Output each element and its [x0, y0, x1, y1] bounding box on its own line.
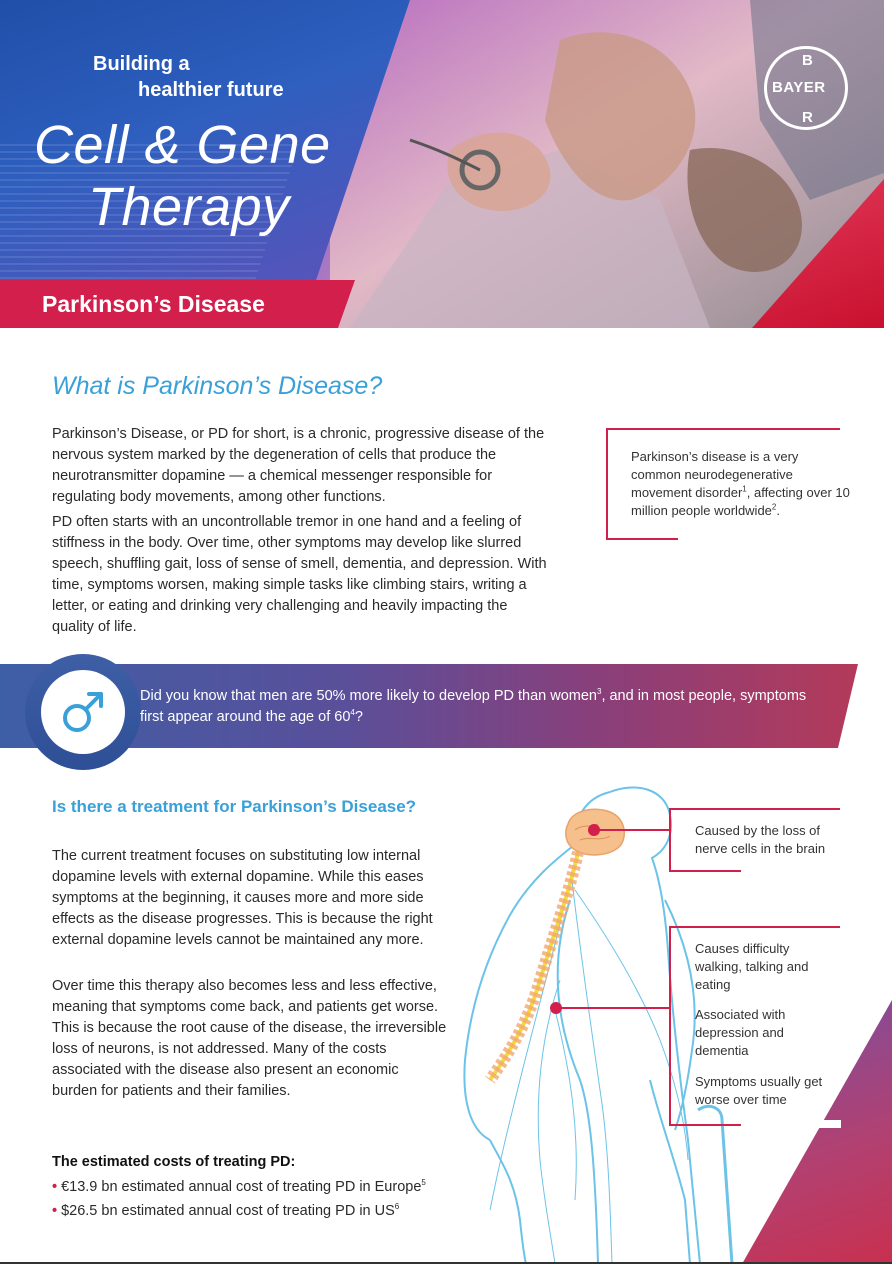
- page-title-line2: Therapy: [88, 177, 290, 237]
- bullet-icon: •: [52, 1179, 58, 1195]
- cost-item-us: •$26.5 bn estimated annual cost of treat…: [52, 1203, 399, 1219]
- fact-text-c: ?: [354, 709, 363, 725]
- callout-border-top: [606, 428, 840, 430]
- male-symbol-icon: [63, 692, 103, 732]
- fact-ref-4: 4: [350, 708, 355, 718]
- callout-text-c: .: [776, 503, 780, 518]
- fact-band-circle-inner: [41, 670, 125, 754]
- section-heading-what-is: What is Parkinson’s Disease?: [52, 372, 383, 400]
- topic-banner-label: Parkinson’s Disease: [42, 291, 265, 317]
- therapy-effectiveness-paragraph: Over time this therapy also becomes less…: [52, 978, 447, 1099]
- section-heading-treatment: Is there a treatment for Parkinson’s Dis…: [52, 797, 417, 816]
- frame-gap: [741, 1120, 841, 1128]
- intro-paragraph: Parkinson’s Disease, or PD for short, is…: [52, 426, 545, 505]
- label-walking: Causes difficulty walking, talking and e…: [695, 941, 809, 992]
- prevalence-callout-frame: [606, 428, 840, 540]
- page-bottom-rule: [0, 1262, 892, 1264]
- cost-item-text: $26.5 bn estimated annual cost of treati…: [61, 1203, 395, 1219]
- costs-heading: The estimated costs of treating PD:: [52, 1154, 296, 1170]
- label-brain: Caused by the loss of nerve cells in the…: [695, 823, 826, 856]
- prevalence-callout-text: Parkinson’s disease is a very common neu…: [631, 448, 851, 520]
- logo-letter-top: B: [802, 52, 813, 69]
- logo-letter-bottom: R: [802, 109, 813, 126]
- treatment-paragraph: The current treatment focuses on substit…: [52, 848, 433, 948]
- tagline-line2: healthier future: [138, 79, 284, 101]
- cost-ref-5: 5: [421, 1178, 426, 1188]
- topic-banner: [0, 280, 355, 328]
- page-edge: [884, 0, 892, 328]
- logo-word-horizontal: BAYER: [772, 79, 826, 96]
- fact-text-a: Did you know that men are 50% more likel…: [140, 688, 597, 704]
- fact-text-b: , and in most people, symptoms first app…: [140, 688, 807, 725]
- tagline-line1: Building a: [93, 53, 190, 75]
- callout-border-bottom: [606, 538, 678, 540]
- cost-item-text: €13.9 bn estimated annual cost of treati…: [61, 1179, 422, 1195]
- page-title-line1: Cell & Gene: [34, 115, 331, 175]
- frame-gap: [741, 866, 841, 874]
- callout-text-b: , affecting over 10 million people world…: [631, 485, 850, 518]
- cost-ref-6: 6: [394, 1202, 400, 1212]
- symptoms-paragraph: PD often starts with an uncontrollable t…: [52, 514, 547, 635]
- fact-ref-3: 3: [596, 687, 602, 697]
- fact-band: [0, 664, 858, 748]
- label-worse: Symptoms usually get worse over time: [695, 1074, 823, 1107]
- fact-band-text: Did you know that men are 50% more likel…: [140, 686, 820, 728]
- callout-ref-1: 1: [742, 484, 747, 494]
- callout-ref-2: 2: [771, 502, 777, 512]
- label-depression: Associated with depression and dementia: [695, 1007, 786, 1058]
- callout-border-left: [606, 428, 608, 540]
- bayer-logo: B BAYER R: [764, 46, 848, 130]
- cost-item-europe: •€13.9 bn estimated annual cost of treat…: [52, 1179, 426, 1195]
- bullet-icon: •: [52, 1203, 58, 1219]
- callout-text-a: Parkinson’s disease is a very common neu…: [631, 449, 799, 500]
